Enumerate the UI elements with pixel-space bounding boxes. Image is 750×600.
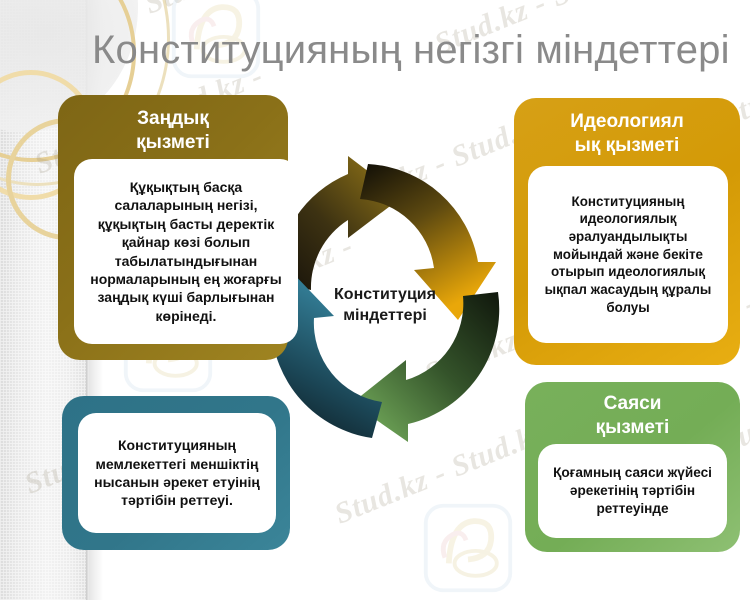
callout-ideological-header: Идеологиял ық қызметі [514,98,740,159]
callout-political-body: Қоғамның саяси жүйесі әрекетінің тәртібі… [538,444,727,538]
cycle-center-label-line1: Конституция [334,286,436,303]
callout-political-header-line1: Саяси [603,393,662,414]
callout-political-header-line2: қызметі [595,417,670,439]
callout-ideological-header-line2: ық қызметі [574,135,680,157]
callout-property-function[interactable]: Конституцияның мемлекеттегі меншіктің ны… [62,396,290,550]
watermark-text: Stud.kz - Stud.kz - [140,0,378,22]
arrow-right-down-icon [360,164,496,320]
watermark-logo-icon [423,503,513,593]
callout-ideological-function[interactable]: Идеологиял ық қызметі Конституцияның иде… [514,98,740,365]
callout-property-body: Конституцияның мемлекеттегі меншіктің ны… [78,413,276,533]
arrow-bottom-left-icon [352,292,500,442]
callout-political-header: Саяси қызметі [525,382,740,441]
callout-legal-body: Құқықтың басқа салаларының негізі, құқық… [74,159,298,344]
callout-legal-header-line1: Заңдық [137,108,209,129]
page-title: Конституцияның негізгі міндеттері [92,28,730,72]
callout-ideological-header-line1: Идеологиял [570,111,684,132]
cycle-center-label: Конституция міндеттері [290,285,480,327]
callout-ideological-body: Конституцияның идеологиялық әралуандылық… [528,166,728,343]
callout-political-function[interactable]: Саяси қызметі Қоғамның саяси жүйесі әрек… [525,382,740,552]
callout-legal-function[interactable]: Заңдық қызметі Құқықтың басқа салаларыны… [58,95,298,360]
callout-legal-header: Заңдық қызметі [58,95,288,156]
cycle-center-label-line2: міндеттері [343,306,427,324]
callout-legal-header-line2: қызметі [136,132,210,154]
